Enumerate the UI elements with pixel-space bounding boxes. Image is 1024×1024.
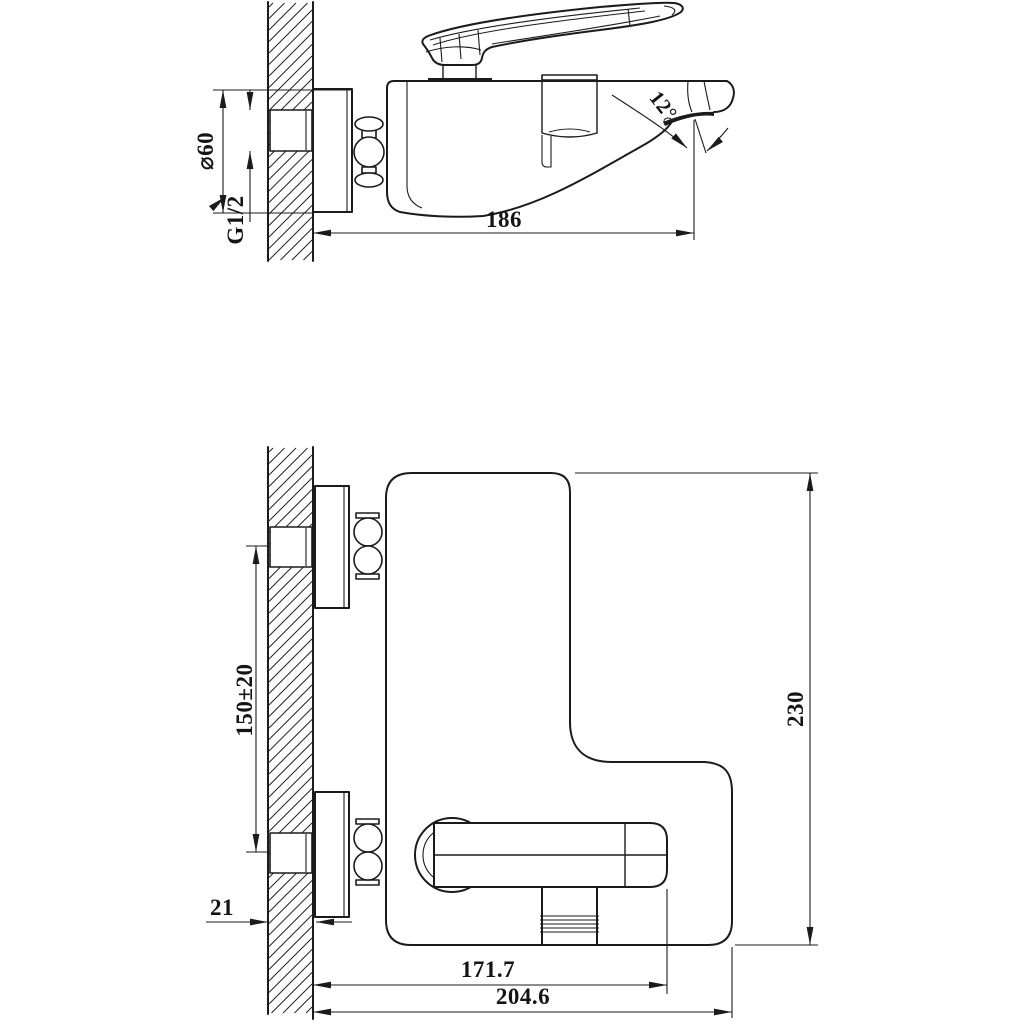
arrowhead <box>313 229 331 237</box>
connection-nut-lower <box>353 818 383 886</box>
eccentric-union-upper <box>269 526 313 568</box>
dim-label-inlet-thread: G1/2 <box>223 195 248 244</box>
dim-label-spout-reach: 171.7 <box>461 957 515 982</box>
dim-inlet-thread: G1/2 <box>223 90 251 245</box>
dim-spout-angle: 12° <box>611 86 729 154</box>
dim-label-wall-thickness: 21 <box>210 895 234 920</box>
mounting-flange <box>312 88 353 213</box>
arrowhead <box>252 834 260 852</box>
diverter-knob <box>541 74 598 168</box>
mounting-flange-upper <box>314 485 350 609</box>
dim-label-flange-diameter: ⌀60 <box>193 132 218 170</box>
mounting-flange-lower <box>314 791 350 918</box>
lever-handle <box>421 1 684 82</box>
arrowhead <box>313 981 331 989</box>
dim-label-overall-width: 230 <box>783 691 808 727</box>
eccentric-union-lower <box>269 832 313 874</box>
dim-inlet-centers: 150±20 <box>232 546 257 852</box>
spout-outlet <box>663 111 714 126</box>
eccentric-union <box>269 109 313 152</box>
arrowhead <box>246 151 254 169</box>
arrowhead <box>806 473 814 491</box>
spout-plan <box>414 817 668 893</box>
arrowhead <box>209 197 225 212</box>
arrowhead <box>707 136 723 151</box>
arrowhead <box>313 1008 331 1016</box>
arrowhead <box>671 133 687 148</box>
arrowhead <box>676 229 694 237</box>
arrowhead <box>806 927 814 945</box>
dimension-arrowheads <box>209 90 814 1016</box>
handle-base-plate <box>428 78 492 82</box>
dim-spout-reach: 171.7 <box>313 889 668 994</box>
arrowhead <box>252 546 260 564</box>
dim-label-overall-depth: 204.6 <box>496 984 550 1009</box>
dim-label-inlet-centers: 150±20 <box>232 663 257 736</box>
dim-overall-depth: 204.6 <box>313 947 733 1018</box>
dim-label-wall-to-spout: 186 <box>486 207 522 232</box>
dim-overall-width: 230 <box>575 472 818 946</box>
connection-nut <box>353 116 385 188</box>
side-view: ⌀60 G1/2 186 12° <box>193 1 735 262</box>
faucet-body-plan <box>385 472 733 946</box>
arrowhead <box>316 918 334 926</box>
plan-view: 150±20 21 171.7 204.6 230 <box>206 446 818 1020</box>
arrowhead <box>246 92 254 110</box>
arrowhead <box>714 1008 732 1016</box>
shower-outlet <box>540 886 599 945</box>
dim-flange-diameter: ⌀60 <box>193 89 352 214</box>
arrowhead <box>219 90 227 108</box>
arrowhead <box>649 981 667 989</box>
connection-nut-upper <box>353 512 383 580</box>
faucet-body-side <box>386 80 735 218</box>
dim-wall-to-spout: 186 <box>313 120 695 240</box>
arrowhead <box>250 918 268 926</box>
